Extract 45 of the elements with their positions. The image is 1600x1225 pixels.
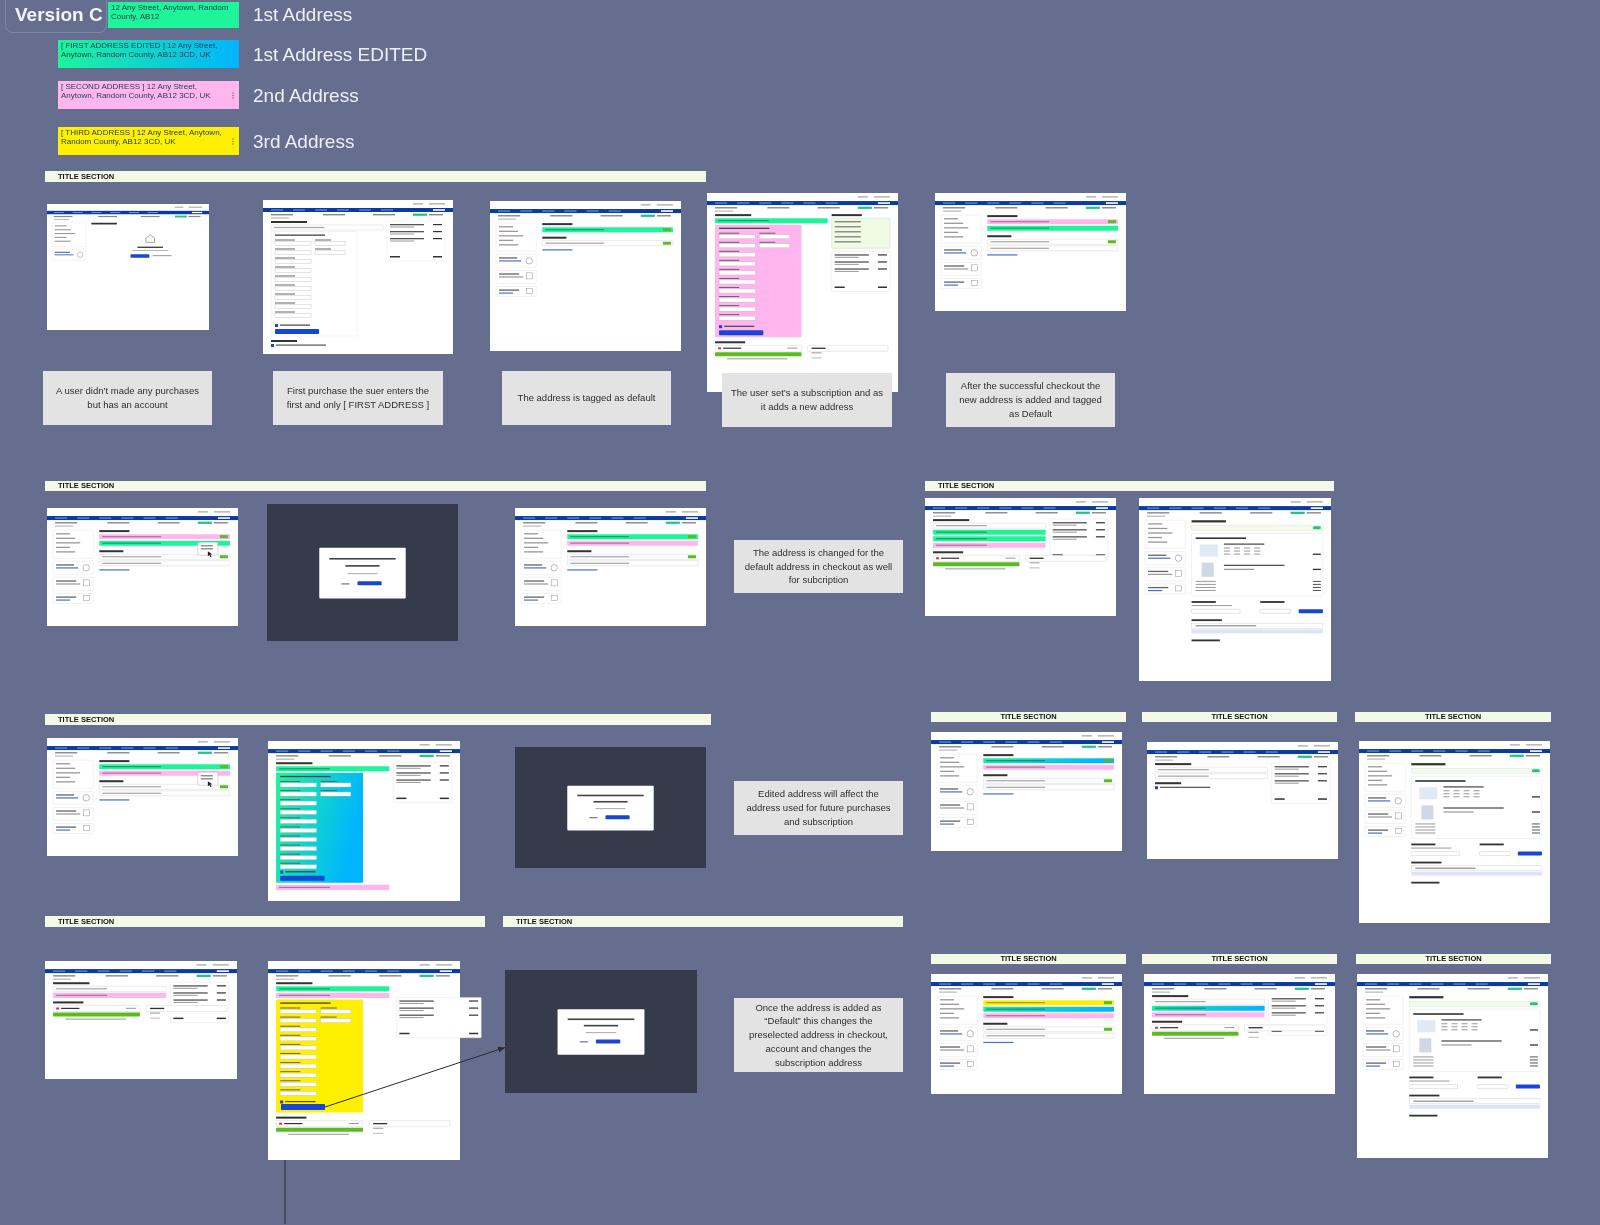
- ui-screenshot: [925, 498, 1116, 616]
- address-bar: [58, 40, 239, 68]
- ui-screenshot: [1357, 974, 1548, 1158]
- dialog-screenshot: [515, 747, 706, 868]
- ui-screenshot: [1139, 498, 1331, 681]
- ui-screenshot: [935, 193, 1126, 311]
- ui-screenshot: [1359, 741, 1550, 923]
- description-card: Edited address will affect the address used for future purchases and subscription: [734, 781, 903, 835]
- description-card: The address is tagged as default: [502, 371, 671, 425]
- form-button: [281, 1104, 325, 1110]
- address-label: 1st Address EDITED: [253, 43, 428, 67]
- address-text: [ SECOND ADDRESS ] 12 Any Street, Anytown, Random County, AB12 3CD, UK: [61, 82, 212, 100]
- dialog-screenshot: [267, 504, 458, 641]
- address-bar: [58, 127, 239, 155]
- ui-screenshot: [931, 732, 1122, 851]
- ui-screenshot: [268, 741, 460, 901]
- address-label: 1st Address: [253, 3, 353, 27]
- address-text: 12 Any Street, Anytown, Random County, AB12: [111, 3, 230, 21]
- version-title: Version C: [5, 0, 107, 33]
- address-bar: [58, 81, 239, 109]
- description-card: After the successful checkout the new address is added and tagged as Default: [946, 373, 1115, 427]
- address-text: [ THIRD ADDRESS ] 12 Any Street, Anytown, Random County, AB12 3CD, UK: [61, 128, 223, 146]
- ui-screenshot: [47, 204, 209, 330]
- ui-screenshot: [47, 508, 238, 626]
- description-card: The user set’s a subscription and as it adds a new address: [722, 373, 892, 427]
- description-card: The address is changed for the default address in checkout as well for subcription: [734, 540, 903, 593]
- ui-screenshot: [1144, 974, 1335, 1094]
- address-label: 2nd Address: [253, 84, 359, 108]
- arrow: [324, 1046, 506, 1108]
- description-card: Once the address is added as “Default” this changes the preselected address in checkout, account and changes the subscription address: [734, 998, 903, 1072]
- dialog-screenshot: [505, 970, 697, 1093]
- ui-screenshot: [515, 508, 706, 626]
- ui-screenshot: [1147, 742, 1338, 859]
- description-card: A user didn’t made any purchases but has an account: [43, 371, 212, 425]
- address-label: 3rd Address: [253, 130, 355, 154]
- address-text: [ FIRST ADDRESS EDITED ] 12 Any Street, Anytown, Random County, AB12 3CD, UK: [61, 41, 219, 59]
- ui-screenshot: [268, 961, 482, 1160]
- ui-screenshot: [931, 974, 1122, 1094]
- ui-screenshot: [263, 200, 453, 354]
- connector-line: [284, 1159, 286, 1225]
- description-card: First purchase the suer enters the first and only [ FIRST ADDRESS ]: [273, 371, 443, 425]
- ui-screenshot: [45, 961, 237, 1079]
- ui-screenshot: [490, 201, 681, 351]
- address-bar: [108, 2, 239, 28]
- ui-screenshot: [47, 738, 238, 856]
